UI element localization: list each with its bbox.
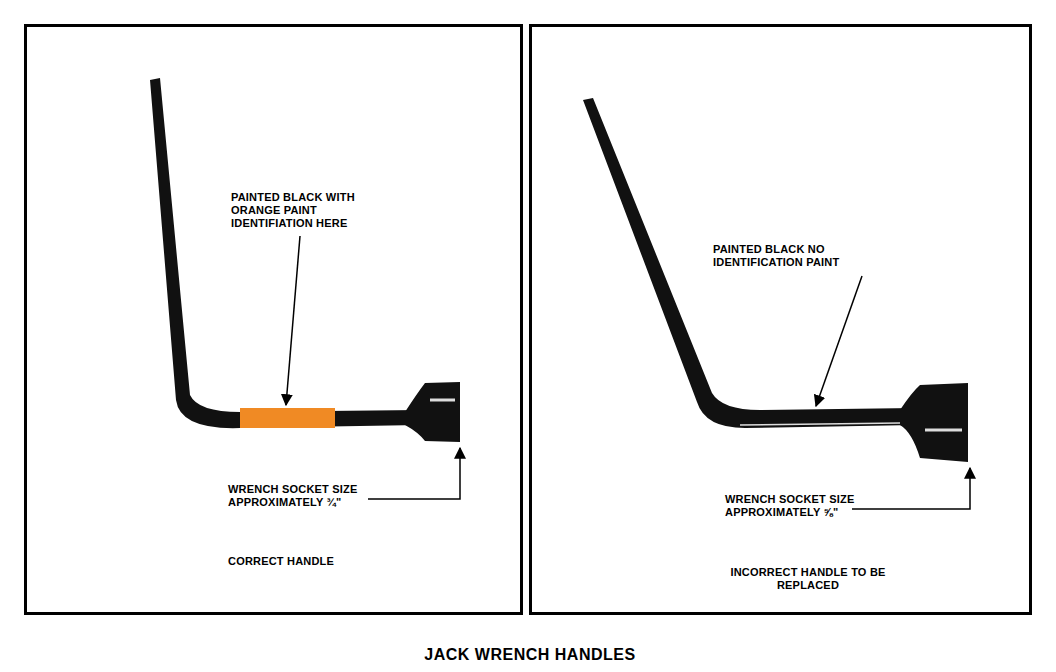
leader-line	[816, 276, 862, 406]
handle-shaft	[583, 98, 915, 428]
highlight	[740, 423, 900, 425]
callout-label: WRENCH SOCKET SIZE APPROXIMATELY ¾"	[228, 483, 368, 509]
correct-handle	[150, 78, 460, 442]
highlight	[430, 399, 455, 402]
diagram-title: JACK WRENCH HANDLES	[0, 646, 1056, 664]
callout-label: PAINTED BLACK WITH ORANGE PAINT IDENTIFI…	[231, 191, 359, 230]
handle-shaft	[150, 78, 420, 428]
orange-paint	[240, 408, 335, 428]
callout-label: PAINTED BLACK NO IDENTIFICATION PAINT	[713, 243, 893, 269]
incorrect-handle	[583, 98, 968, 462]
panel-box: PAINTED BLACK WITH ORANGE PAINT IDENTIFI…	[24, 24, 523, 615]
highlight	[925, 429, 962, 432]
panel-box: PAINTED BLACK NO IDENTIFICATION PAINT WRE…	[529, 24, 1032, 615]
wrench-socket	[900, 383, 968, 462]
leader-line	[286, 236, 300, 405]
panel-caption: INCORRECT HANDLE TO BE REPLACED	[728, 566, 888, 592]
callout-label: WRENCH SOCKET SIZE APPROXIMATELY ⅝"	[725, 493, 865, 519]
panel-caption: CORRECT HANDLE	[228, 555, 388, 568]
wrench-socket	[405, 382, 460, 442]
leader-line	[368, 448, 460, 499]
leader-line	[852, 468, 970, 509]
